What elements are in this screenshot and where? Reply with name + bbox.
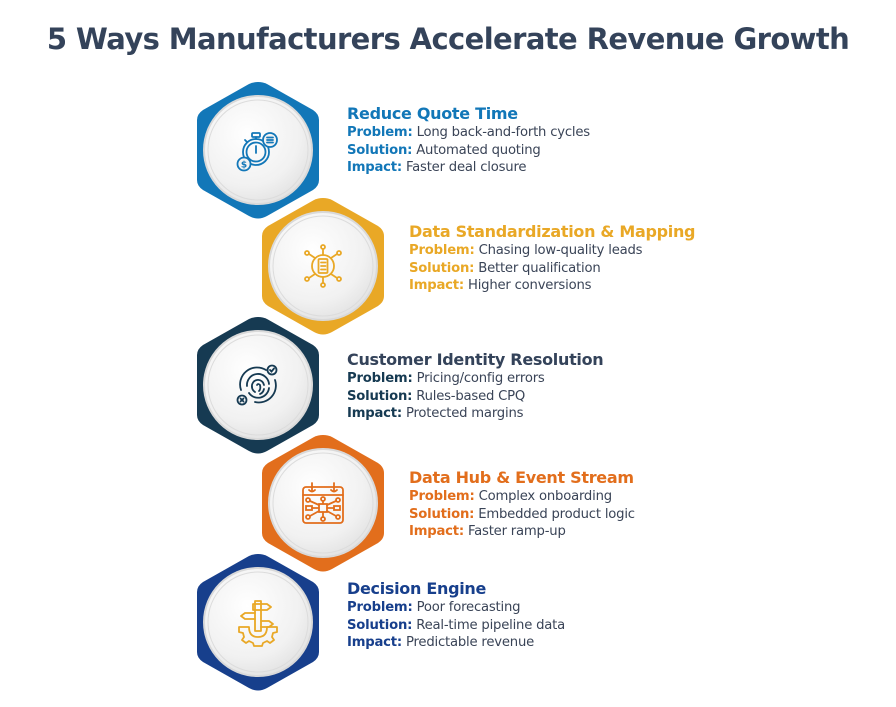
impact-label: Impact: [347,635,402,650]
item-heading: Data Hub & Event Stream [409,468,634,487]
hexagon-decision-engine [195,552,321,692]
stopwatch-dollar-icon: $ [236,132,278,172]
item-decision-engine: Decision Engine Problem: Poor forecastin… [347,579,565,652]
item-reduce-quote-time: Reduce Quote Time Problem: Long back-and… [347,104,590,177]
hexagon-customer-identity [195,315,321,455]
problem-text: Long back-and-forth cycles [416,125,591,140]
page-title: 5 Ways Manufacturers Accelerate Revenue … [46,22,850,56]
impact-label: Impact: [409,524,464,539]
impact-row: Impact: Predictable revenue [347,634,565,652]
impact-row: Impact: Faster ramp-up [409,523,635,541]
problem-text: Complex onboarding [478,489,613,504]
problem-text: Chasing low-quality leads [478,243,643,258]
item-data-standardization: Data Standardization & Mapping Problem: … [409,222,696,295]
item-data-hub: Data Hub & Event Stream Problem: Complex… [409,468,635,541]
solution-text: Automated quoting [416,142,541,158]
calendar-network-icon [302,482,344,524]
impact-row: Impact: Protected margins [347,405,603,423]
impact-label: Impact: [409,278,464,293]
impact-row: Impact: Higher conversions [409,277,695,295]
impact-text: Higher conversions [467,278,592,293]
solution-label: Solution: [347,142,413,158]
hexagon-reduce-quote-time: $ [195,80,321,220]
problem-label: Problem: [409,243,475,258]
fingerprint-icon [236,364,278,406]
problem-row: Problem: Chasing low-quality leads [409,242,695,260]
problem-text: Poor forecasting [416,600,521,615]
item-heading: Reduce Quote Time [347,104,518,123]
impact-text: Faster deal closure [405,160,527,175]
impact-text: Predictable revenue [405,635,535,650]
signpost-gear-icon [238,600,278,647]
solution-row: Solution: Automated quoting [347,142,590,160]
problem-label: Problem: [409,489,475,504]
item-heading: Data Standardization & Mapping [409,222,696,241]
solution-row: Solution: Better qualification [409,260,695,278]
problem-row: Problem: Long back-and-forth cycles [347,124,590,142]
item-customer-identity: Customer Identity Resolution Problem: Pr… [347,350,604,423]
solution-label: Solution: [347,617,413,633]
problem-row: Problem: Complex onboarding [409,488,635,506]
hexagon-shape [197,554,319,691]
svg-text:$: $ [241,161,247,171]
problem-text: Pricing/config errors [416,371,545,386]
impact-label: Impact: [347,406,402,421]
solution-row: Solution: Rules-based CPQ [347,388,603,406]
solution-label: Solution: [347,388,413,404]
document-network-icon [304,244,342,288]
solution-row: Solution: Embedded product logic [409,506,635,524]
item-heading: Customer Identity Resolution [347,350,604,369]
solution-text: Rules-based CPQ [416,388,526,404]
hexagon-shape [197,82,319,219]
problem-label: Problem: [347,371,413,386]
hexagon-data-hub [260,433,386,573]
solution-label: Solution: [409,260,475,276]
problem-row: Problem: Pricing/config errors [347,370,603,388]
problem-label: Problem: [347,125,413,140]
impact-label: Impact: [347,160,402,175]
impact-row: Impact: Faster deal closure [347,159,590,177]
problem-label: Problem: [347,600,413,615]
solution-label: Solution: [409,506,475,522]
item-heading: Decision Engine [347,579,487,598]
hexagon-data-standardization [260,196,386,336]
impact-text: Faster ramp-up [467,524,566,539]
solution-text: Better qualification [478,260,601,276]
solution-text: Embedded product logic [478,506,635,522]
solution-text: Real-time pipeline data [416,617,566,633]
problem-row: Problem: Poor forecasting [347,599,565,617]
solution-row: Solution: Real-time pipeline data [347,617,565,635]
impact-text: Protected margins [405,406,524,421]
